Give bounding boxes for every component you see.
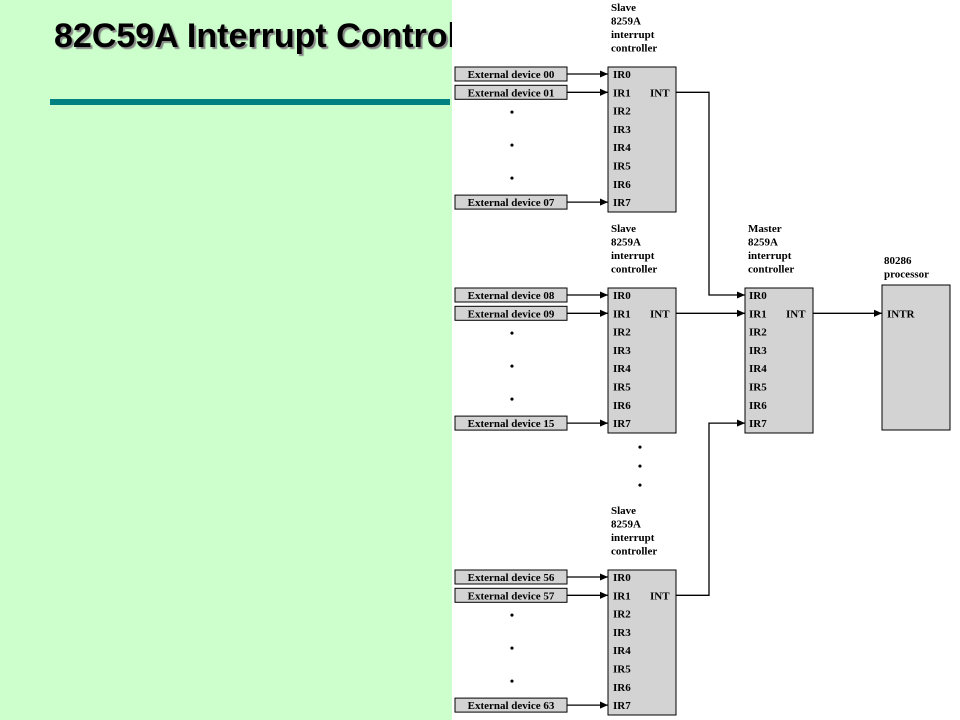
slave-label-line: controller <box>611 43 657 55</box>
slave-label-line: interrupt <box>611 29 655 41</box>
external-device-label: External device 00 <box>468 69 555 81</box>
external-device-label: External device 09 <box>468 308 555 320</box>
slave-pin-label: IR1 <box>613 308 631 320</box>
slave-label-line: interrupt <box>611 250 655 262</box>
ellipsis-dot: • <box>510 105 514 119</box>
slave-controller-box <box>607 66 677 213</box>
ellipsis-dot: • <box>510 674 514 688</box>
ellipsis-dot: • <box>510 359 514 373</box>
external-device-label: External device 01 <box>468 87 555 99</box>
ellipsis-dot: • <box>510 641 514 655</box>
master-pin-label: IR3 <box>749 345 767 357</box>
slave-pin-label: IR7 <box>613 700 631 712</box>
external-device-label: External device 15 <box>468 418 555 430</box>
slave-label-line: 8259A <box>611 519 641 531</box>
slave-label-line: Slave <box>611 2 636 14</box>
slave-label-line: controller <box>611 264 657 276</box>
slave-label-line: Slave <box>611 505 636 517</box>
slave-label-line: 8259A <box>611 237 641 249</box>
ellipsis-dot: • <box>510 138 514 152</box>
slave-controller-box <box>607 287 677 434</box>
master-label-line: interrupt <box>748 250 792 262</box>
master-label-line: controller <box>748 264 794 276</box>
slave-pin-label: IR2 <box>613 327 631 339</box>
slave-int-label: INT <box>650 590 670 602</box>
slave-pin-label: IR6 <box>613 682 631 694</box>
ellipsis-dot: • <box>638 440 642 454</box>
slave-label-line: 8259A <box>611 16 641 28</box>
slave-pin-label: IR3 <box>613 345 631 357</box>
master-pin-label: IR7 <box>749 418 767 430</box>
slave7-to-master-ir7-arrow <box>676 419 745 596</box>
slave-pin-label: IR5 <box>613 382 631 394</box>
master-pin-label: IR6 <box>749 400 767 412</box>
external-device-label: External device 56 <box>468 572 555 584</box>
slave-pin-label: IR1 <box>613 87 631 99</box>
slave-pin-label: IR6 <box>613 179 631 191</box>
slave-pin-label: IR5 <box>613 664 631 676</box>
slave-pin-label: IR7 <box>613 418 631 430</box>
external-device-label: External device 07 <box>468 197 555 209</box>
master-label-line: 8259A <box>748 237 778 249</box>
slave-label-line: Slave <box>611 223 636 235</box>
processor-label-line: processor <box>884 269 929 281</box>
slave-int-label: INT <box>650 87 670 99</box>
external-device-label: External device 63 <box>468 700 555 712</box>
slave-pin-label: IR1 <box>613 590 631 602</box>
slave-pin-label: IR7 <box>613 197 631 209</box>
master-label-line: Master <box>748 223 782 235</box>
processor-box <box>881 284 951 431</box>
slave-int-label: INT <box>650 308 670 320</box>
slide-title: 82C59A Interrupt Controller <box>54 17 499 55</box>
master-pin-label: IR4 <box>749 363 767 375</box>
processor-label-line: 80286 <box>884 255 912 267</box>
slave-pin-label: IR0 <box>613 572 631 584</box>
master-pin-label: IR1 <box>749 308 767 320</box>
ellipsis-dot: • <box>638 459 642 473</box>
slave-pin-label: IR5 <box>613 161 631 173</box>
slave0-to-master-ir0-arrow <box>676 91 745 299</box>
slave-pin-label: IR2 <box>613 609 631 621</box>
slave-pin-label: IR0 <box>613 290 631 302</box>
processor-intr-label: INTR <box>887 308 916 320</box>
slave-pin-label: IR3 <box>613 124 631 136</box>
ellipsis-dot: • <box>510 608 514 622</box>
slave-pin-label: IR4 <box>613 363 631 375</box>
slave-label-line: interrupt <box>611 532 655 544</box>
slave-pin-label: IR0 <box>613 69 631 81</box>
external-device-label: External device 08 <box>468 290 555 302</box>
title-underline <box>50 99 450 105</box>
ellipsis-dot: • <box>510 392 514 406</box>
ellipsis-dot: • <box>638 478 642 492</box>
slave-label-line: controller <box>611 546 657 558</box>
slave-controller-box <box>607 569 677 716</box>
ellipsis-dot: • <box>510 171 514 185</box>
master-pin-label: IR0 <box>749 290 767 302</box>
slave-pin-label: IR2 <box>613 106 631 118</box>
master-controller-box <box>744 287 814 434</box>
slave-pin-label: IR4 <box>613 142 631 154</box>
master-int-label: INT <box>786 308 806 320</box>
slave-pin-label: IR4 <box>613 645 631 657</box>
ellipsis-dot: • <box>510 326 514 340</box>
master-pin-label: IR2 <box>749 327 767 339</box>
slave-pin-label: IR6 <box>613 400 631 412</box>
external-device-label: External device 57 <box>468 590 555 602</box>
slave-pin-label: IR3 <box>613 627 631 639</box>
master-pin-label: IR5 <box>749 382 767 394</box>
